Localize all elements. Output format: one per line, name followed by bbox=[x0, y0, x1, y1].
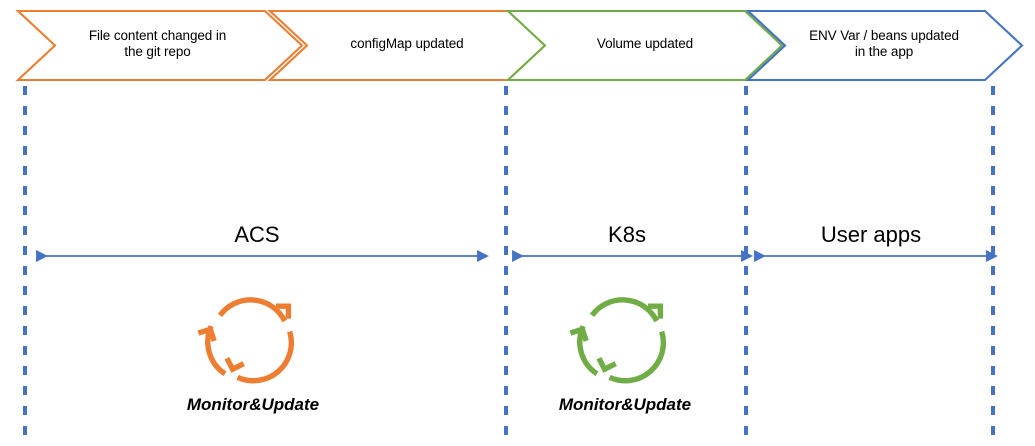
chevron-step-git-repo[interactable] bbox=[15, 9, 304, 82]
refresh-cycle-icon-k8s bbox=[569, 297, 667, 384]
chevron-step-volume[interactable] bbox=[505, 9, 784, 82]
dashed-divider-lines bbox=[23, 86, 995, 446]
chevron-step-env-var[interactable] bbox=[745, 9, 1024, 82]
refresh-cycle-icon-acs bbox=[197, 297, 295, 384]
chevron-step-configmap[interactable] bbox=[267, 9, 547, 82]
